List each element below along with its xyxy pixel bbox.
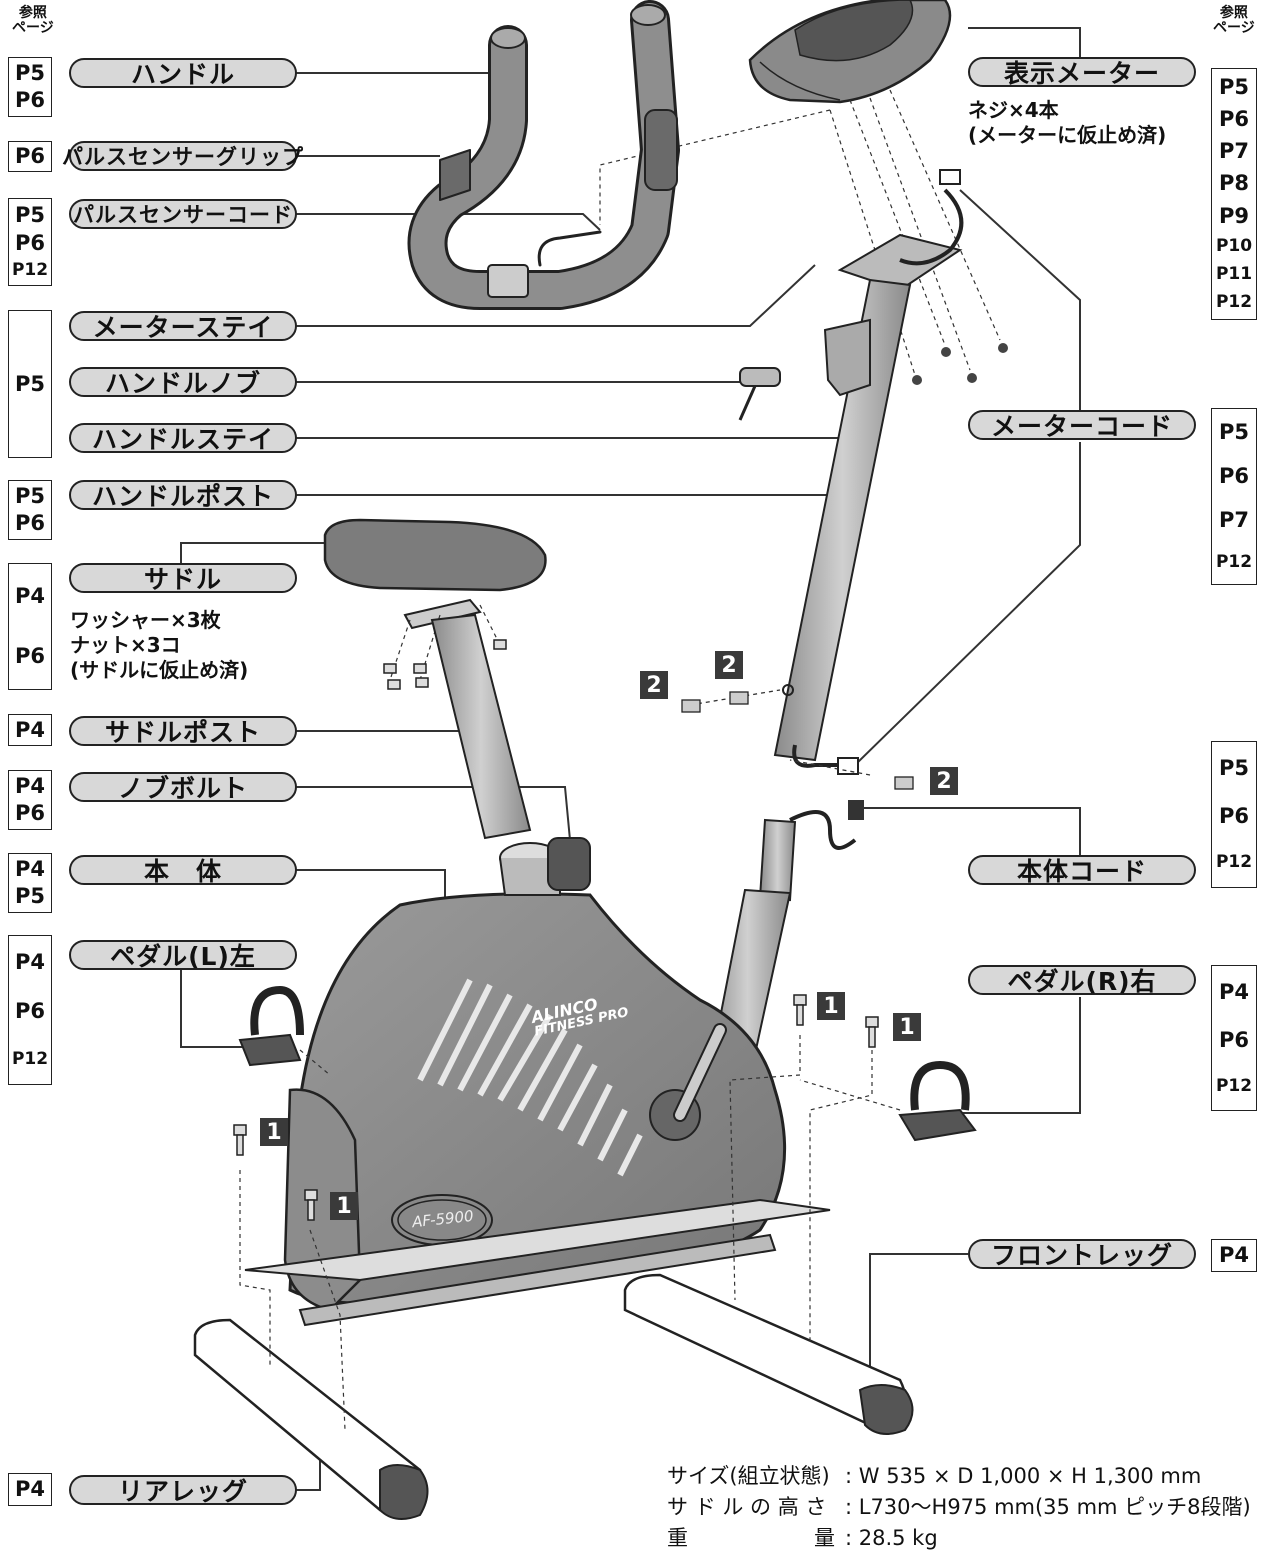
spec-saddle-height: サ ド ル の 高 さ : L730〜H975 mm(35 mm ピッチ8段階) [667,1491,1251,1521]
bolt-guides [239,1035,901,1431]
label-handle-knob: ハンドルノブ [69,367,297,398]
meter-screw-guides [599,89,1001,376]
pages-pulse-grip: P6 [8,141,52,172]
label-handle: ハンドル [69,58,297,89]
pages-saddle-post: P4 [8,714,52,746]
spec-weight-key: 重 量 [667,1526,835,1550]
step-2-tag: 2 [930,767,958,795]
label-handle-post: ハンドルポスト [69,480,297,511]
label-body: 本 体 [69,855,297,886]
post-bolts [681,689,914,790]
spec-weight: 重 量 : 28.5 kg [667,1522,938,1552]
label-pedal-right: ペダル(R)右 [968,965,1196,996]
saddle-note-line-1: ワッシャー×3枚 [70,608,221,632]
step-2-tag: 2 [640,671,668,699]
front-leg-shape [623,1273,914,1435]
label-rear-leg: リアレッグ [69,1475,297,1506]
label-pedal-left: ペダル(L)左 [69,940,297,971]
meter-note: ネジ×4本 (メーターに仮止め済) [968,98,1166,148]
saddle-shape [323,518,547,690]
meter-note-line-2: (メーターに仮止め済) [968,123,1167,147]
body-stripes [417,978,643,1177]
label-meter-stay: メーターステイ [69,311,297,342]
label-saddle: サドル [69,563,297,594]
spec-saddle-height-key: サ ド ル の 高 さ [667,1495,827,1519]
pedal-left-shape [238,985,304,1067]
label-pulse-sensor-grip: パルスセンサーグリップ [62,141,303,171]
spec-size: サイズ(組立状態) : W 535 × D 1,000 × H 1,300 mm [667,1460,1201,1490]
bolts [233,994,879,1221]
leader-lines-right [854,27,1081,1380]
label-saddle-post: サドルポスト [69,716,297,747]
label-body-cord: 本体コード [968,855,1196,886]
label-display-meter: 表示メーター [968,57,1196,88]
meter-screws [912,343,1008,385]
spec-size-value: : W 535 × D 1,000 × H 1,300 mm [845,1464,1202,1488]
label-handle-stay: ハンドルステイ [69,423,297,454]
step-2-tag: 2 [715,651,743,679]
meter-note-line-1: ネジ×4本 [968,98,1059,122]
spec-weight-value: : 28.5 kg [845,1526,938,1550]
base-frame-shape [244,1198,831,1327]
spec-saddle-height-value: : L730〜H975 mm(35 mm ピッチ8段階) [845,1495,1251,1519]
step-1-tag: 1 [260,1118,288,1146]
saddle-post-shape [430,613,532,840]
label-meter-cord: メーターコード [968,410,1196,441]
label-knob-bolt: ノブボルト [69,772,297,803]
step-1-tag: 1 [893,1013,921,1041]
saddle-note-line-2: ナット×3コ [70,633,181,657]
label-front-leg: フロントレッグ [968,1239,1196,1270]
pedal-right-shape [898,1060,977,1142]
body-frame-shape [283,837,787,1312]
pages-rear-leg: P4 [8,1473,52,1506]
rear-leg-shape [193,1318,429,1520]
step-1-tag: 1 [330,1192,358,1220]
spec-size-key: サイズ(組立状態) [667,1464,830,1488]
pages-front-leg: P4 [1211,1239,1257,1272]
pages-meter-stay-group: P5 [8,310,52,458]
saddle-note: ワッシャー×3枚 ナット×3コ (サドルに仮止め済) [70,608,248,683]
step-1-tag: 1 [817,992,845,1020]
label-pulse-sensor-cord: パルスセンサーコード [69,199,297,229]
display-meter-shape [748,0,952,104]
ref-page-header-left: 参照 ページ [12,5,54,36]
saddle-note-line-3: (サドルに仮止め済) [70,658,249,682]
handle-post-shape [738,278,912,775]
ref-page-header-right: 参照 ページ [1213,5,1255,36]
handlebar-shape [407,0,680,310]
